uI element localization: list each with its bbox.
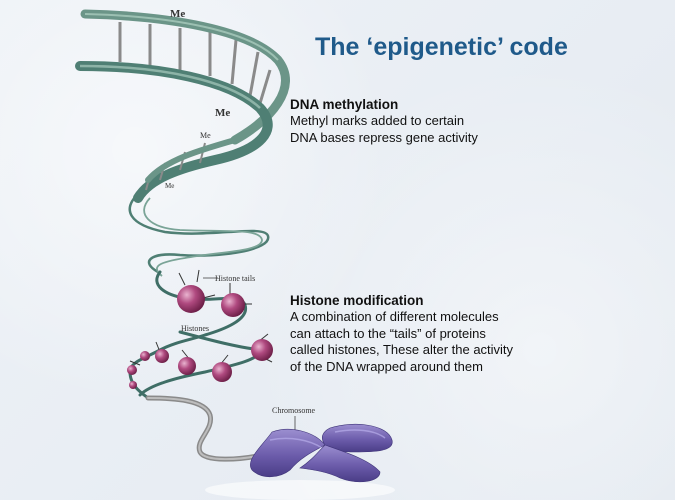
methyl-mark-label-4: Me [165,182,174,190]
histone-4 [212,362,232,382]
methyl-mark-label-1: Me [170,8,185,20]
chromosome-label: Chromosome [272,406,316,415]
histone-7 [140,351,150,361]
dna-methylation-description: Methyl marks added to certain DNA bases … [290,113,478,145]
histone-5 [178,357,196,375]
histone-2 [221,293,245,317]
methyl-mark-label-3: Me [200,131,211,140]
dna-double-helix [75,9,290,203]
histone-modification-description: A combination of different molecules can… [290,309,514,374]
histone-proteins [127,285,273,389]
histone-tails [129,269,273,366]
histone-3 [251,339,273,361]
dna-front-strand [75,61,273,203]
slide-title: The ‘epigenetic’ code [315,33,568,61]
histone-9 [129,381,137,389]
chromosome [205,423,395,500]
histone-1 [177,285,205,313]
histones-label: Histones [181,324,209,333]
methyl-mark-label-2: Me [215,107,230,119]
histone-8 [127,365,137,375]
dna-methylation-heading: DNA methylation [290,97,399,112]
dna-coil [128,191,270,277]
dna-methylation-section: DNA methylation Methyl marks added to ce… [290,96,590,146]
histone-tails-label: Histone tails [215,274,255,283]
histone-6 [155,349,169,363]
histone-modification-heading: Histone modification [290,293,424,308]
histone-modification-section: Histone modification A combination of di… [290,292,590,375]
chromosome-arm-lower [299,444,381,483]
